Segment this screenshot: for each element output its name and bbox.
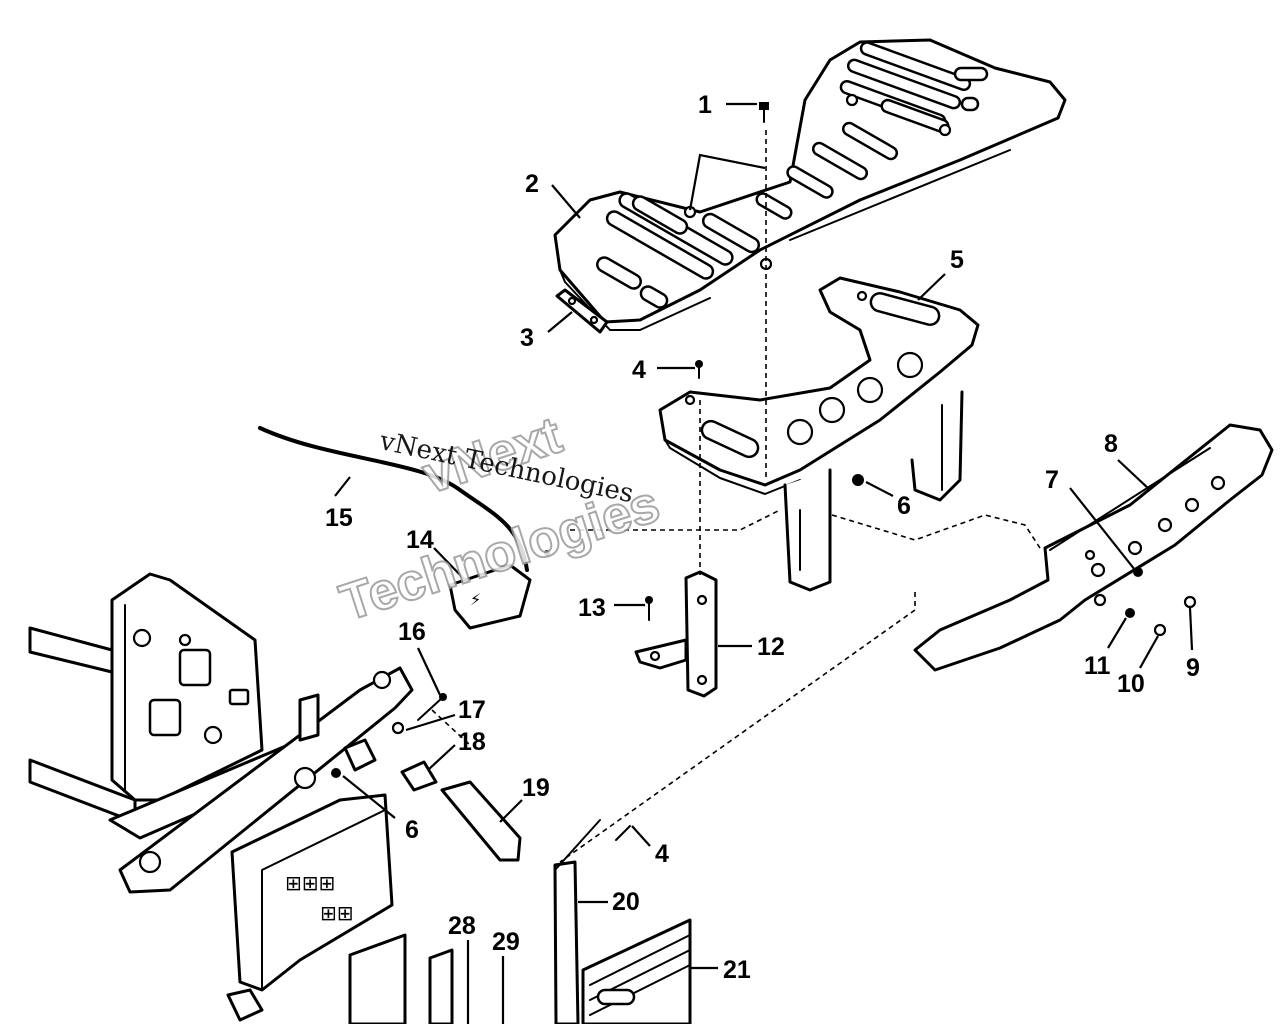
callout-16: 16 <box>398 618 426 646</box>
callout-17: 17 <box>458 696 486 724</box>
callout-13: 13 <box>578 594 606 622</box>
callout-28: 28 <box>448 912 476 940</box>
callout-6a: 6 <box>897 492 911 520</box>
rear-bumper <box>913 423 1274 672</box>
callout-7: 7 <box>1045 466 1059 494</box>
rack-support <box>658 276 980 592</box>
callout-8: 8 <box>1104 430 1118 458</box>
mount-bracket-12 <box>634 570 718 698</box>
callout-1: 1 <box>698 91 712 119</box>
callout-29: 29 <box>492 928 520 956</box>
assembly-outline <box>431 130 1041 863</box>
battery-box: ⊞⊞⊞ ⊞⊞ <box>226 793 394 1022</box>
callout-2: 2 <box>525 170 539 198</box>
rack-bracket <box>555 288 609 334</box>
svg-text:⊞⊞⊞: ⊞⊞⊞ <box>285 871 335 895</box>
callout-6b: 6 <box>405 816 419 844</box>
callout-14: 14 <box>406 526 434 554</box>
callout-20: 20 <box>612 888 640 916</box>
fasteners <box>615 360 1197 841</box>
rear-rack <box>553 38 1067 331</box>
leader-lines <box>334 102 1194 1024</box>
lower-panels <box>348 819 692 1024</box>
callout-19: 19 <box>522 774 550 802</box>
callouts: 1 2 3 4 5 6 7 8 9 10 11 12 13 14 15 16 1… <box>325 91 1200 984</box>
callout-18: 18 <box>458 728 486 756</box>
vehicle-frame <box>28 572 414 894</box>
callout-3: 3 <box>520 324 534 352</box>
svg-text:⊞⊞: ⊞⊞ <box>320 901 354 925</box>
light-and-cable: ⚡ <box>258 426 550 630</box>
callout-12: 12 <box>757 633 785 661</box>
screw-1 <box>759 102 769 123</box>
rack-slots <box>596 41 1011 309</box>
callout-4b: 4 <box>655 840 669 868</box>
callout-15: 15 <box>325 504 353 532</box>
callout-11: 11 <box>1084 652 1111 680</box>
callout-10: 10 <box>1117 670 1145 698</box>
callout-4a: 4 <box>632 356 646 384</box>
hardware-16-19 <box>331 693 522 862</box>
svg-text:⚡: ⚡ <box>470 590 481 609</box>
callout-9: 9 <box>1186 654 1200 682</box>
callout-5: 5 <box>950 246 964 274</box>
callout-21: 21 <box>723 956 751 984</box>
